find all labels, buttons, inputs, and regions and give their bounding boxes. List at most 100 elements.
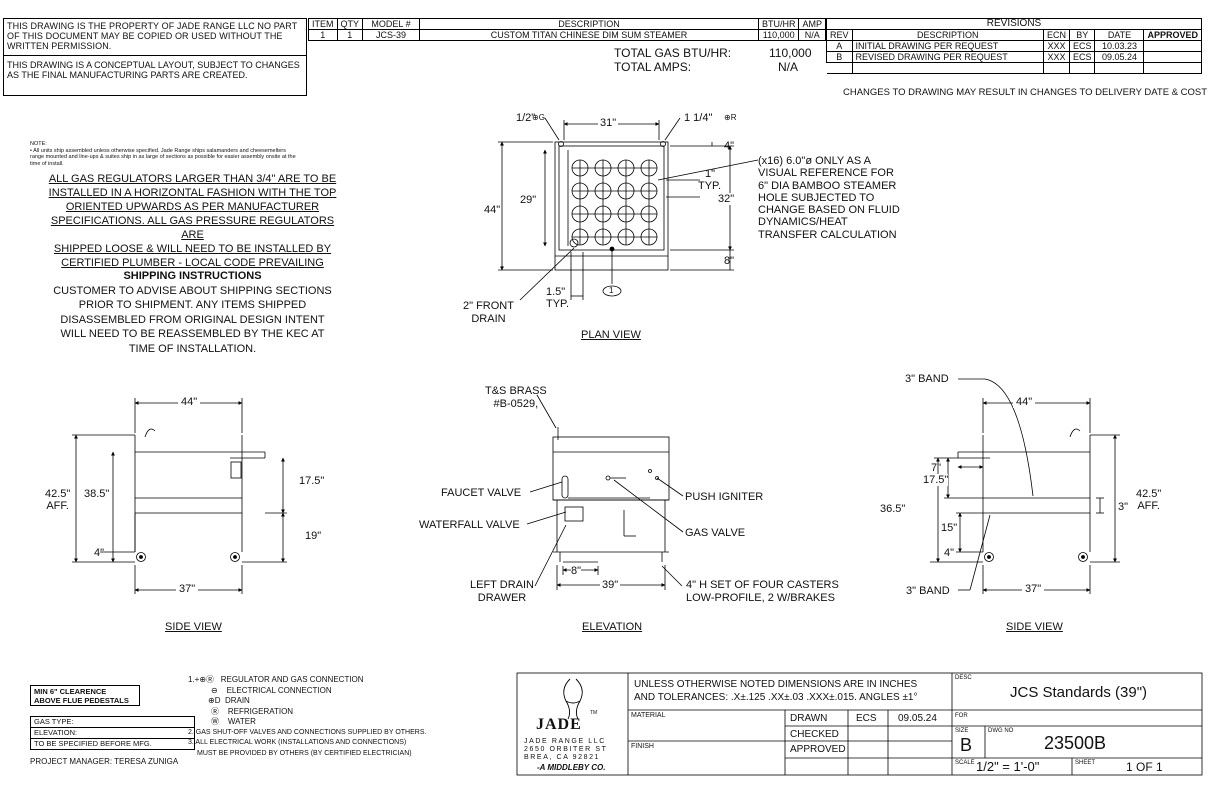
electrical-icon: ⊖: [211, 685, 218, 695]
material-label: MATERIAL: [631, 712, 666, 719]
casters-label: 4" H SET OF FOUR CASTERS LOW-PROFILE, 2 …: [686, 579, 839, 605]
side-right-dim-175: 17.5": [923, 474, 949, 486]
drain-icon: [569, 238, 579, 248]
for-label: FOR: [955, 713, 968, 719]
shipping-title: SHIPPING INSTRUCTIONS: [123, 270, 262, 282]
plan-dim-half: 1/2": [516, 112, 536, 124]
items-header: ITEM: [308, 18, 338, 30]
tolerance-line: AND TOLERANCES: .X±.125 .XX±.03 .XXX±.01…: [634, 692, 918, 703]
conceptual-notice-box: THIS DRAWING IS A CONCEPTUAL LAYOUT, SUB…: [3, 56, 307, 96]
legend-label: REFRIGERATION: [227, 706, 294, 716]
plan-dim-32: 32": [718, 193, 735, 205]
dim-text: AFF.: [46, 500, 69, 512]
shipping-line: PRIOR TO SHIPMENT. ANY ITEMS SHIPPED: [78, 299, 307, 311]
conceptual-notice: THIS DRAWING IS A CONCEPTUAL LAYOUT, SUB…: [7, 60, 300, 80]
tolerance-note: UNLESS OTHERWISE NOTED DIMENSIONS ARE IN…: [634, 678, 918, 704]
items-cell: 110,000: [757, 29, 800, 41]
plan-dim-15typ: 1.5" TYP.: [546, 286, 569, 310]
side-left-dim-37: 37": [176, 583, 199, 595]
label-line: 4" H SET OF FOUR CASTERS: [686, 579, 839, 591]
label-line: LOW-PROFILE, 2 W/BRAKES: [686, 592, 835, 604]
shipping-line: CUSTOMER TO ADVISE ABOUT SHIPPING SECTIO…: [53, 284, 332, 297]
shipping-line: TIME OF INSTALLATION.: [128, 342, 257, 355]
plan-dim-1typ: 1" TYP.: [698, 168, 721, 192]
side-view-left-title: SIDE VIEW: [165, 621, 222, 633]
side-left-dim-4: 4": [94, 547, 105, 559]
gas-note-line: CERTIFIED PLUMBER - LOCAL CODE PREVAILIN…: [61, 257, 324, 269]
elevation-view: [526, 394, 684, 590]
title-block-lines: [516, 672, 1203, 776]
legend-label: WATER: [227, 717, 256, 726]
shipping-instructions: SHIPPING INSTRUCTIONS CUSTOMER TO ADVISE…: [40, 269, 345, 356]
label-line: #B-0529,: [493, 398, 539, 410]
side-left-dim-44: 44": [178, 396, 201, 408]
jade-logo-icon: [563, 678, 583, 720]
company-address: JADE RANGE LLC 2650 ORBITER ST BREA, CA …: [524, 738, 608, 762]
side-view-right-title: SIDE VIEW: [1006, 621, 1063, 633]
dim-text: 1.5": [546, 286, 566, 298]
gas-note-line: INSTALLED IN A HORIZONTAL FASHION WITH T…: [48, 187, 337, 199]
scale-label: SCALE: [955, 760, 975, 766]
regulator-gas-icon: 1.+⊕Ⓡ: [188, 675, 215, 684]
revisions-table: REVISIONS REV DESCRIPTION ECN BY DATE AP…: [826, 18, 1202, 74]
plan-dim-quarter: 1 1/4": [684, 112, 713, 124]
parent-company: -A MIDDLEBY CO.: [537, 763, 606, 772]
total-gas-label: TOTAL GAS BTU/HR:: [614, 46, 732, 60]
elevation-cell: ELEVATION:: [30, 727, 195, 739]
drawing-description: JCS Standards (39"): [1010, 684, 1148, 701]
approved-label: APPROVED: [790, 744, 846, 755]
clearance-text: MIN 6" CLEARENCE ABOVE FLUE PEDESTALS: [31, 686, 139, 706]
size-label: SIZE: [955, 728, 969, 734]
drawn-label: DRAWN: [790, 713, 828, 724]
table-row: 1 1 JCS-39 CUSTOM TITAN CHINESE DIM SUM …: [308, 29, 826, 41]
clearance-line: ABOVE FLUE PEDESTALS: [34, 696, 129, 705]
finish-label: FINISH: [631, 743, 654, 750]
items-cell: 1: [308, 29, 338, 41]
refrigeration-connection-icon: [660, 141, 666, 147]
logo-text: JADE: [536, 716, 582, 733]
gas-note-line: SHIPPED LOOSE & WILL NEED TO BE INSTALLE…: [53, 243, 332, 255]
refrigeration-icon: ⊕R: [724, 113, 737, 122]
label-line: T&S BRASS: [485, 385, 547, 397]
elev-dim-39: 39": [600, 579, 621, 591]
dwg-no: 23500B: [1044, 733, 1107, 753]
legend-note: 3. ALL ELECTRICAL WORK (INSTALLATIONS AN…: [188, 739, 407, 746]
legend-label: ELECTRICAL CONNECTION: [226, 685, 332, 695]
side-right-dim-37: 37": [1022, 583, 1045, 595]
note-line: CHANGE BASED ON FLUID: [758, 204, 900, 217]
side-right-dim-4: 4": [944, 547, 955, 559]
side-right-dim-425: 42.5" AFF.: [1136, 488, 1161, 512]
side-right-dim-365: 36.5": [880, 503, 906, 515]
gas-note-line: SPECIFICATIONS. ALL GAS PRESSURE REGULAT…: [50, 215, 335, 241]
revision-cell: 09.05.24: [1094, 51, 1145, 63]
ts-brass-label: T&S BRASS #B-0529,: [485, 385, 547, 411]
side-left-dim-175: 17.5": [299, 475, 325, 487]
note-line: 6" DIA BAMBOO STEAMER: [758, 179, 897, 192]
sheet-value: 1 OF 1: [1126, 760, 1163, 774]
plan-view: [498, 117, 759, 301]
legend-label: DRAIN: [224, 696, 250, 705]
note-line: DYNAMICS/HEAT: [758, 216, 848, 229]
legend: 1.+⊕Ⓡ REGULATOR AND GAS CONNECTION ⊖ ELE…: [188, 675, 426, 759]
legend-note: MUST BE PROVIDED BY OTHERS (BY CERTIFIED…: [197, 749, 412, 757]
side-left-dim-19: 19": [305, 530, 322, 542]
side-right-dim-7: 7": [931, 462, 942, 474]
items-table: ITEM QTY MODEL # DESCRIPTION BTU/HR AMP …: [308, 18, 826, 41]
side-right-dim-44: 44": [1013, 396, 1036, 408]
note-line: HOLE SUBJECTED TO: [758, 191, 875, 204]
table-row: A INITIAL DRAWING PER REQUEST XXX ECS 10…: [826, 40, 1202, 52]
revisions-footer: CHANGES TO DRAWING MAY RESULT IN CHANGES…: [843, 87, 1208, 98]
water-icon: Ⓦ: [211, 717, 219, 726]
dim-text: 42.5": [1136, 488, 1162, 500]
plan-view-title: PLAN VIEW: [581, 329, 641, 341]
sheet-label: SHEET: [1075, 760, 1096, 766]
band-top-label: 3" BAND: [905, 373, 949, 385]
logo-tm: TM: [590, 710, 598, 716]
property-notice-box: THIS DRAWING IS THE PROPERTY OF JADE RAN…: [3, 18, 307, 56]
legend-label: REGULATOR AND GAS CONNECTION: [220, 675, 364, 684]
dim-text: DRAIN: [471, 313, 506, 325]
dim-text: TYP.: [546, 298, 570, 310]
total-gas-value: 110,000: [769, 46, 812, 60]
total-amps-label: TOTAL AMPS:: [614, 60, 692, 74]
side-left-dim-425: 42.5" AFF.: [45, 488, 71, 512]
